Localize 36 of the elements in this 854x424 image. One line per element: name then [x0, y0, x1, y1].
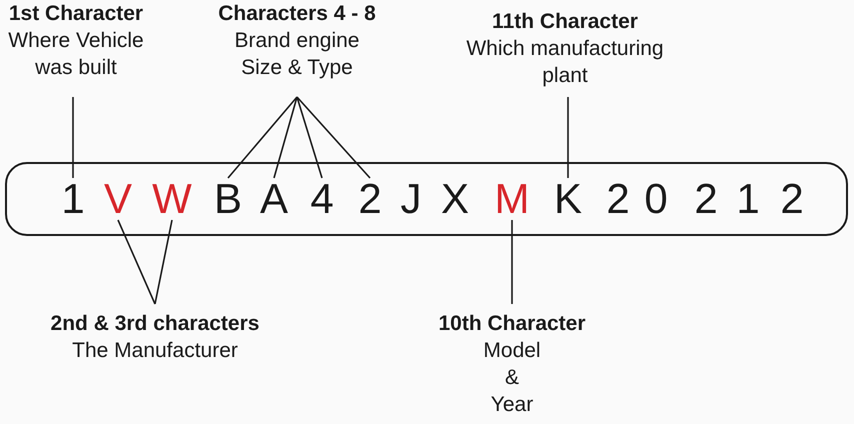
vin-character: 0: [644, 178, 668, 220]
leader-line: [117, 220, 156, 304]
vin-character: X: [441, 178, 469, 220]
callout-text: Where Vehicle was built: [8, 29, 144, 79]
vin-character: 1: [61, 178, 85, 220]
leader-line: [567, 97, 569, 178]
leader-line: [273, 96, 298, 178]
leader-line: [296, 96, 371, 179]
leader-line: [154, 220, 173, 304]
callout-heading: 2nd & 3rd characters: [50, 312, 260, 335]
vin-character: W: [152, 178, 192, 220]
vin-character: 2: [694, 178, 718, 220]
vin-character: 2: [780, 178, 804, 220]
leader-line: [296, 96, 323, 178]
vin-character: M: [494, 178, 530, 220]
leader-line: [227, 96, 298, 179]
vin-character: 4: [310, 178, 334, 220]
callout-text: Which manufacturing plant: [466, 37, 664, 87]
callout-text: Brand engine Size & Type: [234, 29, 360, 79]
rounded-frame: [5, 162, 848, 236]
callout-heading: 1st Character: [8, 2, 144, 25]
vin-character: B: [214, 178, 242, 220]
vin-character: J: [400, 178, 422, 220]
callout-text: The Manufacturer: [72, 339, 238, 362]
vin-character: A: [260, 178, 288, 220]
callout-text: Model & Year: [483, 339, 541, 416]
vin-character: 2: [358, 178, 382, 220]
callout-heading: 10th Character: [438, 312, 586, 335]
callout-heading: 11th Character: [492, 10, 638, 33]
vin-character: K: [554, 178, 582, 220]
vin-character: V: [104, 178, 132, 220]
callout-heading: Characters 4 - 8: [218, 2, 376, 25]
vin-character: 2: [606, 178, 630, 220]
vin-character: 1: [736, 178, 760, 220]
leader-line: [72, 97, 74, 178]
leader-line: [511, 220, 513, 304]
